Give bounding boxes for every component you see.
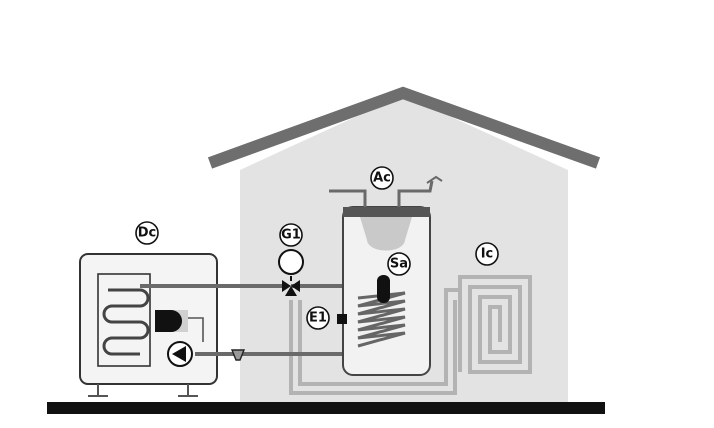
three-way-valve — [282, 276, 345, 296]
svg-text:E1: E1 — [309, 311, 327, 326]
condenser-coil — [102, 288, 150, 356]
gauge — [278, 249, 304, 275]
tank-sensor — [377, 275, 390, 303]
svg-text:G1: G1 — [281, 228, 301, 243]
svg-text:Ic: Ic — [481, 247, 494, 262]
underfloor-heating-coil — [458, 275, 532, 374]
cold-inlet-pipe — [329, 189, 367, 207]
outdoor-unit — [79, 253, 218, 397]
svg-text:Sa: Sa — [390, 257, 408, 272]
label-ic: Ic — [475, 242, 499, 266]
house-roof — [207, 86, 601, 169]
circulation-pump — [167, 341, 193, 367]
svg-text:Ac: Ac — [373, 171, 391, 186]
label-g1: G1 — [279, 223, 303, 247]
hot-water-cylinder — [329, 175, 443, 376]
filter-valve — [230, 349, 246, 361]
hot-outlet-pipe — [397, 180, 434, 207]
label-e1: E1 — [306, 306, 330, 330]
label-sa: Sa — [387, 252, 411, 276]
tank-heat-exchanger-coil — [357, 291, 406, 348]
label-dc: Dc — [135, 221, 159, 245]
compressor — [155, 310, 185, 332]
label-ac: Ac — [370, 166, 394, 190]
heating-element — [337, 314, 347, 324]
svg-text:Dc: Dc — [138, 226, 157, 241]
ground — [47, 402, 605, 414]
